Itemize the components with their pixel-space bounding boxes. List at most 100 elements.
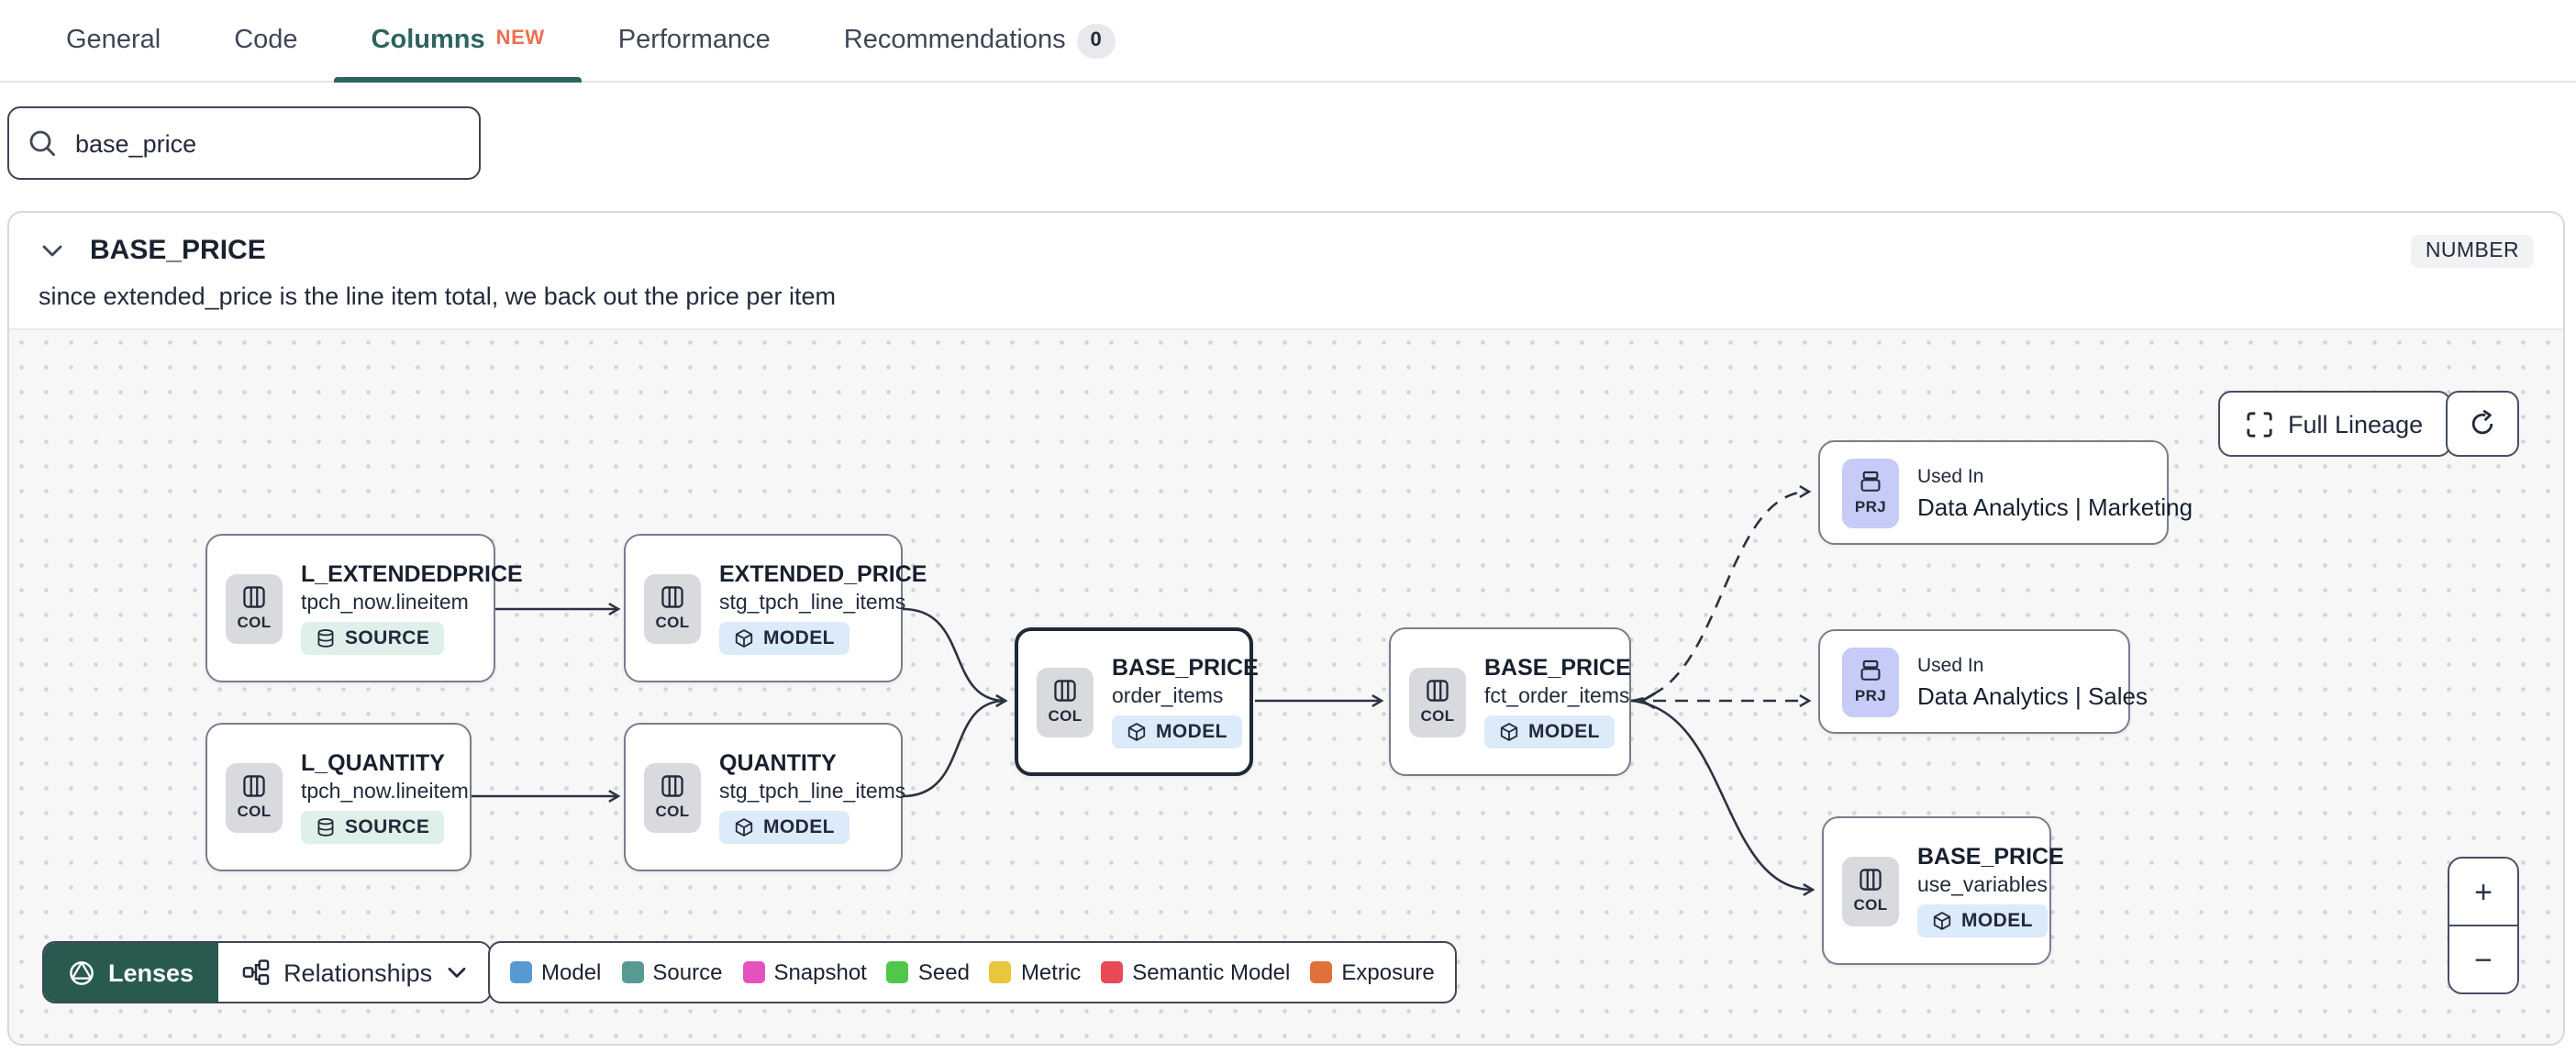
used-in-label: Used In bbox=[1917, 465, 1984, 487]
legend-swatch bbox=[742, 961, 765, 983]
tile-label: COL bbox=[655, 613, 690, 631]
column-tile: COL bbox=[644, 762, 701, 832]
tile-label: COL bbox=[1420, 706, 1455, 725]
tab-columns[interactable]: Columns NEW bbox=[334, 0, 582, 83]
zoom-controls: + − bbox=[2448, 857, 2519, 994]
lineage-node-l-extendedprice[interactable]: COL L_EXTENDEDPRICE tpch_now.lineitem SO… bbox=[205, 534, 523, 682]
badge-label: SOURCE bbox=[345, 816, 430, 838]
legend-swatch bbox=[510, 961, 532, 983]
cube-icon bbox=[1127, 723, 1146, 741]
tile-label: COL bbox=[1048, 706, 1083, 725]
lenses-label: Lenses bbox=[108, 959, 194, 986]
column-tile: COL bbox=[226, 762, 283, 832]
cube-icon bbox=[1500, 723, 1518, 741]
legend-swatch bbox=[886, 961, 909, 983]
tab-label: Performance bbox=[617, 26, 771, 55]
tile-label: PRJ bbox=[1854, 497, 1887, 515]
column-panel: BASE_PRICE NUMBER since extended_price i… bbox=[7, 211, 2565, 1046]
columns-icon bbox=[1427, 680, 1449, 702]
legend-item-metric: Metric bbox=[989, 959, 1081, 985]
zoom-in-button[interactable]: + bbox=[2449, 859, 2517, 926]
tab-label: Code bbox=[234, 26, 298, 55]
resource-type-badge: MODEL bbox=[1112, 715, 1242, 748]
used-in-label: Used In bbox=[1917, 654, 1984, 676]
lenses-button[interactable]: Lenses bbox=[44, 943, 218, 1002]
edge-quantity-baseprice bbox=[902, 694, 1008, 798]
project-stack-icon bbox=[1860, 471, 1881, 492]
tab-code[interactable]: Code bbox=[197, 0, 334, 81]
node-subtitle: use_variables bbox=[1917, 875, 2048, 897]
node-subtitle: stg_tpch_line_items bbox=[719, 593, 906, 615]
edge-fct-marketing bbox=[1630, 485, 1812, 703]
aperture-icon bbox=[70, 960, 94, 984]
new-badge: NEW bbox=[495, 28, 545, 50]
collapse-chevron-icon[interactable] bbox=[39, 239, 66, 261]
tile-label: COL bbox=[1853, 895, 1888, 914]
badge-label: MODEL bbox=[763, 627, 835, 649]
legend-swatch bbox=[621, 961, 644, 983]
full-lineage-button[interactable]: Full Lineage bbox=[2218, 391, 2451, 457]
lineage-node-quantity[interactable]: COL QUANTITY stg_tpch_line_items MODEL bbox=[624, 723, 906, 871]
tile-label: COL bbox=[655, 802, 690, 820]
lineage-node-base-price-use-variables[interactable]: COL BASE_PRICE use_variables MODEL bbox=[1822, 816, 2064, 965]
node-subtitle: stg_tpch_line_items bbox=[719, 781, 906, 804]
node-title: BASE_PRICE bbox=[1917, 844, 2064, 870]
lineage-canvas[interactable]: COL L_EXTENDEDPRICE tpch_now.lineitem SO… bbox=[9, 328, 2563, 1044]
edge-back-arrowhead bbox=[1638, 692, 1656, 710]
node-title: BASE_PRICE bbox=[1484, 655, 1631, 681]
columns-icon bbox=[661, 586, 683, 608]
tab-general[interactable]: General bbox=[29, 0, 197, 81]
tab-bar: General Code Columns NEW Performance Rec… bbox=[0, 0, 2576, 83]
legend-item-source: Source bbox=[621, 959, 722, 985]
refresh-button[interactable] bbox=[2446, 391, 2519, 457]
badge-label: MODEL bbox=[1961, 910, 2033, 932]
lineage-node-used-in-marketing[interactable]: PRJ Used In Data Analytics | Marketing bbox=[1818, 440, 2193, 545]
lineage-node-used-in-sales[interactable]: PRJ Used In Data Analytics | Sales bbox=[1818, 629, 2148, 734]
lineage-node-base-price-order-items[interactable]: COL BASE_PRICE order_items MODEL bbox=[1015, 627, 1259, 776]
refresh-icon bbox=[2471, 409, 2493, 435]
search-row bbox=[0, 83, 2576, 180]
node-subtitle: tpch_now.lineitem bbox=[301, 781, 469, 804]
badge-label: MODEL bbox=[763, 816, 835, 838]
column-name: BASE_PRICE bbox=[90, 235, 266, 266]
lineage-node-extended-price[interactable]: COL EXTENDED_PRICE stg_tpch_line_items M… bbox=[624, 534, 927, 682]
columns-icon bbox=[1054, 680, 1076, 702]
tile-label: COL bbox=[237, 802, 272, 820]
full-lineage-label: Full Lineage bbox=[2288, 410, 2424, 438]
project-tile: PRJ bbox=[1842, 458, 1899, 527]
tab-recommendations[interactable]: Recommendations 0 bbox=[807, 0, 1152, 81]
node-title: EXTENDED_PRICE bbox=[719, 561, 927, 587]
relationships-icon bbox=[241, 959, 269, 985]
tab-label: General bbox=[66, 26, 161, 55]
edge-fct-usevariables bbox=[1630, 699, 1815, 896]
node-title: L_EXTENDEDPRICE bbox=[301, 561, 523, 587]
node-title: Data Analytics | Sales bbox=[1917, 682, 2148, 709]
lineage-node-l-quantity[interactable]: COL L_QUANTITY tpch_now.lineitem SOURCE bbox=[205, 723, 472, 871]
search-input[interactable] bbox=[7, 106, 481, 180]
column-tile: COL bbox=[226, 573, 283, 643]
badge-label: SOURCE bbox=[345, 627, 430, 649]
relationships-label: Relationships bbox=[283, 959, 433, 986]
cube-icon bbox=[735, 629, 753, 648]
relationships-dropdown[interactable]: Relationships bbox=[217, 943, 490, 1002]
tab-performance[interactable]: Performance bbox=[582, 0, 807, 81]
resource-type-badge: SOURCE bbox=[301, 811, 445, 844]
node-subtitle: fct_order_items bbox=[1484, 686, 1630, 708]
legend-item-exposure: Exposure bbox=[1310, 959, 1435, 985]
legend-swatch bbox=[1310, 961, 1333, 983]
zoom-out-button[interactable]: − bbox=[2449, 926, 2517, 992]
resource-type-badge: MODEL bbox=[719, 622, 849, 655]
badge-label: MODEL bbox=[1528, 721, 1600, 743]
chevron-down-icon bbox=[447, 967, 465, 977]
recommendations-count-badge: 0 bbox=[1076, 23, 1116, 58]
resource-type-badge: MODEL bbox=[1917, 904, 2048, 937]
tab-label: Recommendations bbox=[843, 26, 1066, 55]
tab-label: Columns bbox=[371, 26, 485, 55]
database-icon bbox=[317, 818, 334, 837]
columns-icon bbox=[243, 775, 265, 797]
cube-icon bbox=[735, 818, 753, 837]
tile-label: COL bbox=[237, 613, 272, 631]
lineage-node-base-price-fct-order-items[interactable]: COL BASE_PRICE fct_order_items MODEL bbox=[1389, 627, 1631, 776]
node-subtitle: order_items bbox=[1112, 686, 1224, 708]
legend-swatch bbox=[989, 961, 1012, 983]
